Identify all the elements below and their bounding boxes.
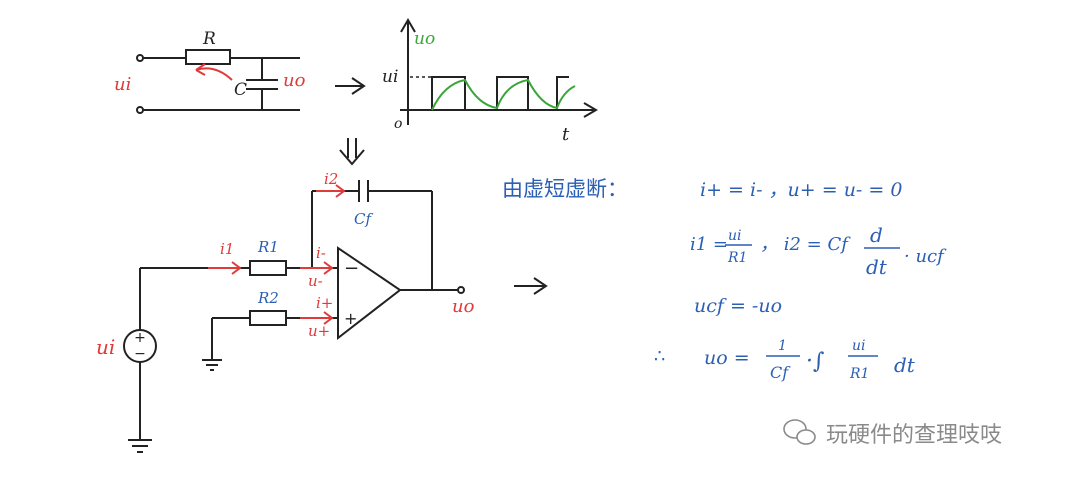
eq-frac2-den: Cf bbox=[770, 363, 791, 382]
right-arrow-1 bbox=[335, 77, 366, 95]
label-i-minus: i- bbox=[316, 244, 326, 262]
eq-frac2-num: 1 bbox=[778, 338, 787, 354]
op-amp-plus: + bbox=[344, 309, 357, 328]
op-amp-minus: − bbox=[344, 258, 359, 279]
eq-dt: dt bbox=[894, 353, 916, 377]
eq-i1: i1 = bbox=[690, 234, 728, 255]
eq-ucf: · ucf bbox=[904, 246, 947, 267]
eq-d-den: dt bbox=[866, 255, 888, 279]
integrator-circuit bbox=[123, 180, 465, 453]
label-r2: R2 bbox=[257, 289, 279, 307]
eq-frac3-den: R1 bbox=[849, 366, 869, 382]
waveform-square bbox=[431, 76, 569, 111]
eq-i2: ， i2 = Cf bbox=[760, 234, 851, 255]
rc-input-label: ui bbox=[114, 74, 131, 95]
rc-resistor bbox=[185, 49, 231, 65]
rc-circuit bbox=[136, 49, 300, 114]
eq-line3: ucf = -uo bbox=[694, 295, 782, 317]
double-down-arrow bbox=[339, 138, 365, 166]
eq-frac1-den: R1 bbox=[727, 250, 747, 266]
eq-uo: uo = bbox=[704, 347, 750, 369]
waveform-plot bbox=[400, 18, 598, 125]
label-r1: R1 bbox=[257, 238, 279, 256]
source-minus: − bbox=[134, 346, 146, 362]
eq-d-num: d bbox=[870, 223, 883, 247]
op-amp-triangle bbox=[337, 246, 402, 341]
eq-title: 由虚短虚断： bbox=[502, 177, 628, 201]
eq-integral: ·∫ bbox=[806, 349, 825, 374]
integrator-output-label: uo bbox=[452, 296, 475, 317]
label-i1: i1 bbox=[220, 240, 234, 258]
eq-therefore: ∴ bbox=[654, 346, 665, 367]
label-u-minus: u- bbox=[308, 272, 323, 290]
waveform-origin: o bbox=[394, 116, 402, 132]
source-plus: + bbox=[134, 330, 146, 346]
equations: 由虚短虚断： i+ = i- ，u+ = u- = 0 i1 = ui R1 ，… bbox=[502, 177, 947, 382]
label-i2: i2 bbox=[324, 170, 338, 188]
label-u-plus: u+ bbox=[308, 322, 330, 340]
label-i-plus: i+ bbox=[316, 294, 333, 312]
waveform-y-label: uo bbox=[414, 29, 435, 49]
eq-frac1-num: ui bbox=[728, 228, 742, 244]
integrator-current-arrows bbox=[208, 184, 346, 325]
rc-r-label: R bbox=[202, 29, 216, 49]
rc-output-label: uo bbox=[283, 70, 306, 91]
eq-line1: i+ = i- ，u+ = u- = 0 bbox=[700, 179, 902, 201]
right-arrow-2 bbox=[514, 277, 548, 295]
watermark: 玩硬件的查理吱吱 bbox=[783, 419, 1002, 448]
label-cf: Cf bbox=[354, 210, 373, 228]
source-label: ui bbox=[96, 335, 115, 359]
wechat-icon bbox=[783, 419, 816, 445]
waveform-x-label: t bbox=[562, 124, 570, 145]
waveform-level-label: ui bbox=[382, 67, 398, 87]
watermark-text: 玩硬件的查理吱吱 bbox=[826, 423, 1002, 448]
r2-resistor bbox=[249, 310, 287, 326]
r1-resistor bbox=[249, 260, 287, 276]
rc-current-arrow bbox=[195, 67, 233, 81]
rc-c-label: C bbox=[234, 80, 247, 100]
waveform-output-curve bbox=[431, 78, 576, 111]
eq-frac3-num: ui bbox=[852, 338, 866, 354]
